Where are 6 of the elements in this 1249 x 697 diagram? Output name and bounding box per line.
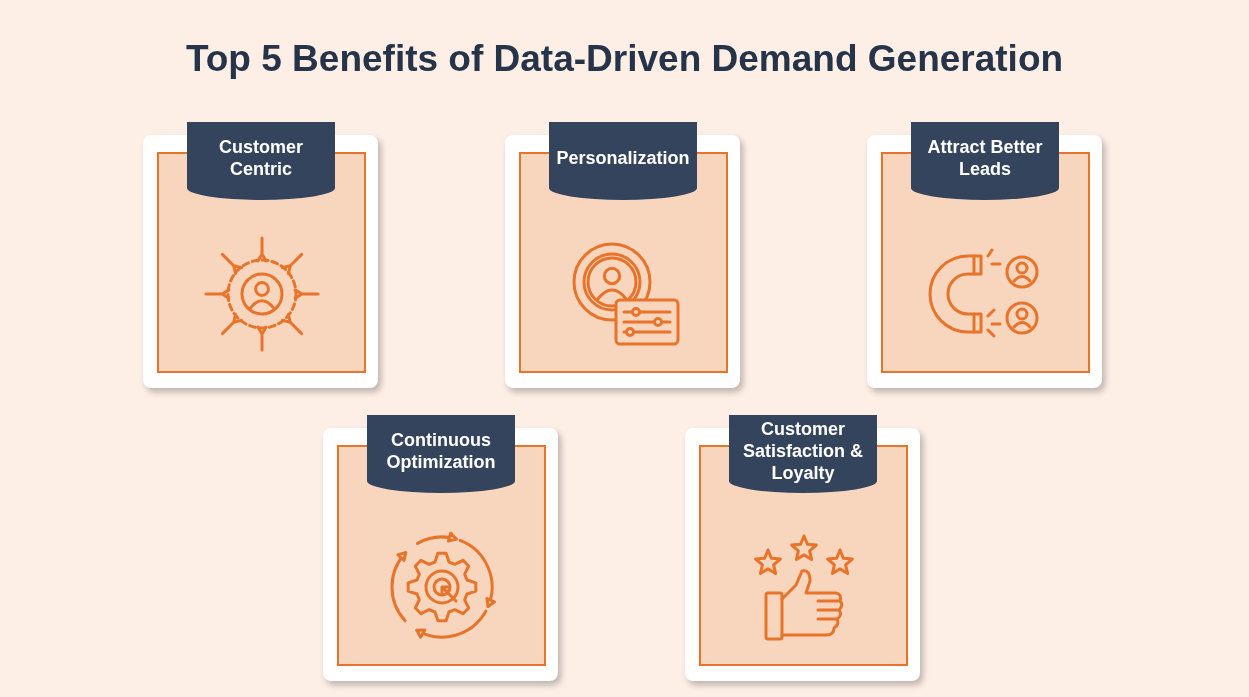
- heading-tab: Attract Better Leads: [911, 122, 1059, 200]
- heading-tab: Customer Centric: [187, 122, 335, 200]
- heading-tab: Customer Satisfaction & Loyalty: [729, 415, 877, 493]
- title: Top 5 Benefits of Data-Driven Demand Generation: [184, 38, 1065, 80]
- heading-tab: Personalization: [549, 122, 697, 200]
- heading-tab: Continuous Optimization: [367, 415, 515, 493]
